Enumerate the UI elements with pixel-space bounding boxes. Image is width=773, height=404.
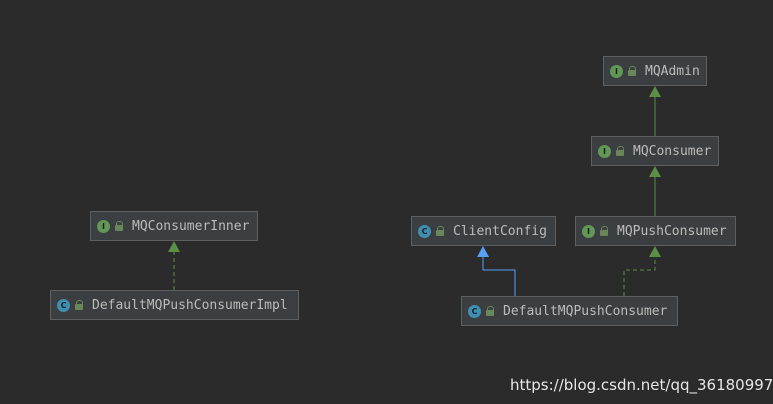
lock-icon (627, 66, 637, 76)
node-label: MQConsumerInner (132, 218, 250, 234)
interface-icon: I (598, 144, 611, 158)
arrowhead-clientconfig (477, 246, 489, 257)
node-mqconsumerinner[interactable]: I MQConsumerInner (90, 211, 258, 241)
class-icon: C (418, 224, 431, 238)
node-mqpushconsumer[interactable]: I MQPushConsumer (575, 216, 736, 246)
node-label: DefaultMQPushConsumer (503, 303, 668, 319)
edge-defaultmqpushconsumer-extends-clientconfig (482, 257, 516, 296)
node-label: MQConsumer (633, 143, 712, 159)
arrowhead-mqpushconsumer (649, 246, 661, 257)
interface-icon: I (97, 219, 110, 233)
node-clientconfig[interactable]: C ClientConfig (411, 216, 556, 246)
lock-icon (485, 306, 495, 316)
interface-icon: I (582, 224, 595, 238)
lock-icon (599, 226, 609, 236)
node-label: ClientConfig (453, 223, 547, 239)
interface-icon: I (610, 64, 623, 78)
lock-icon (615, 146, 625, 156)
node-label: MQPushConsumer (617, 223, 727, 239)
class-icon: C (57, 298, 70, 312)
node-mqadmin[interactable]: I MQAdmin (603, 56, 707, 86)
lock-icon (435, 226, 445, 236)
node-label: MQAdmin (645, 63, 700, 79)
arrowhead-mqconsumerinner (168, 241, 180, 252)
node-mqconsumer[interactable]: I MQConsumer (591, 136, 719, 166)
class-icon: C (468, 304, 481, 318)
node-defaultmqpushconsumer[interactable]: C DefaultMQPushConsumer (461, 296, 678, 326)
lock-icon (74, 300, 84, 310)
lock-icon (114, 221, 124, 231)
node-label: DefaultMQPushConsumerImpl (92, 297, 288, 313)
arrowhead-mqconsumer (649, 166, 661, 177)
node-defaultmqpushconsumerimpl[interactable]: C DefaultMQPushConsumerImpl (50, 290, 299, 320)
watermark-url: https://blog.csdn.net/qq_36180997 (510, 376, 773, 394)
edge-defaultmqpushconsumer-implements-mqpushconsumer (623, 257, 656, 296)
arrowhead-mqadmin (649, 86, 661, 97)
